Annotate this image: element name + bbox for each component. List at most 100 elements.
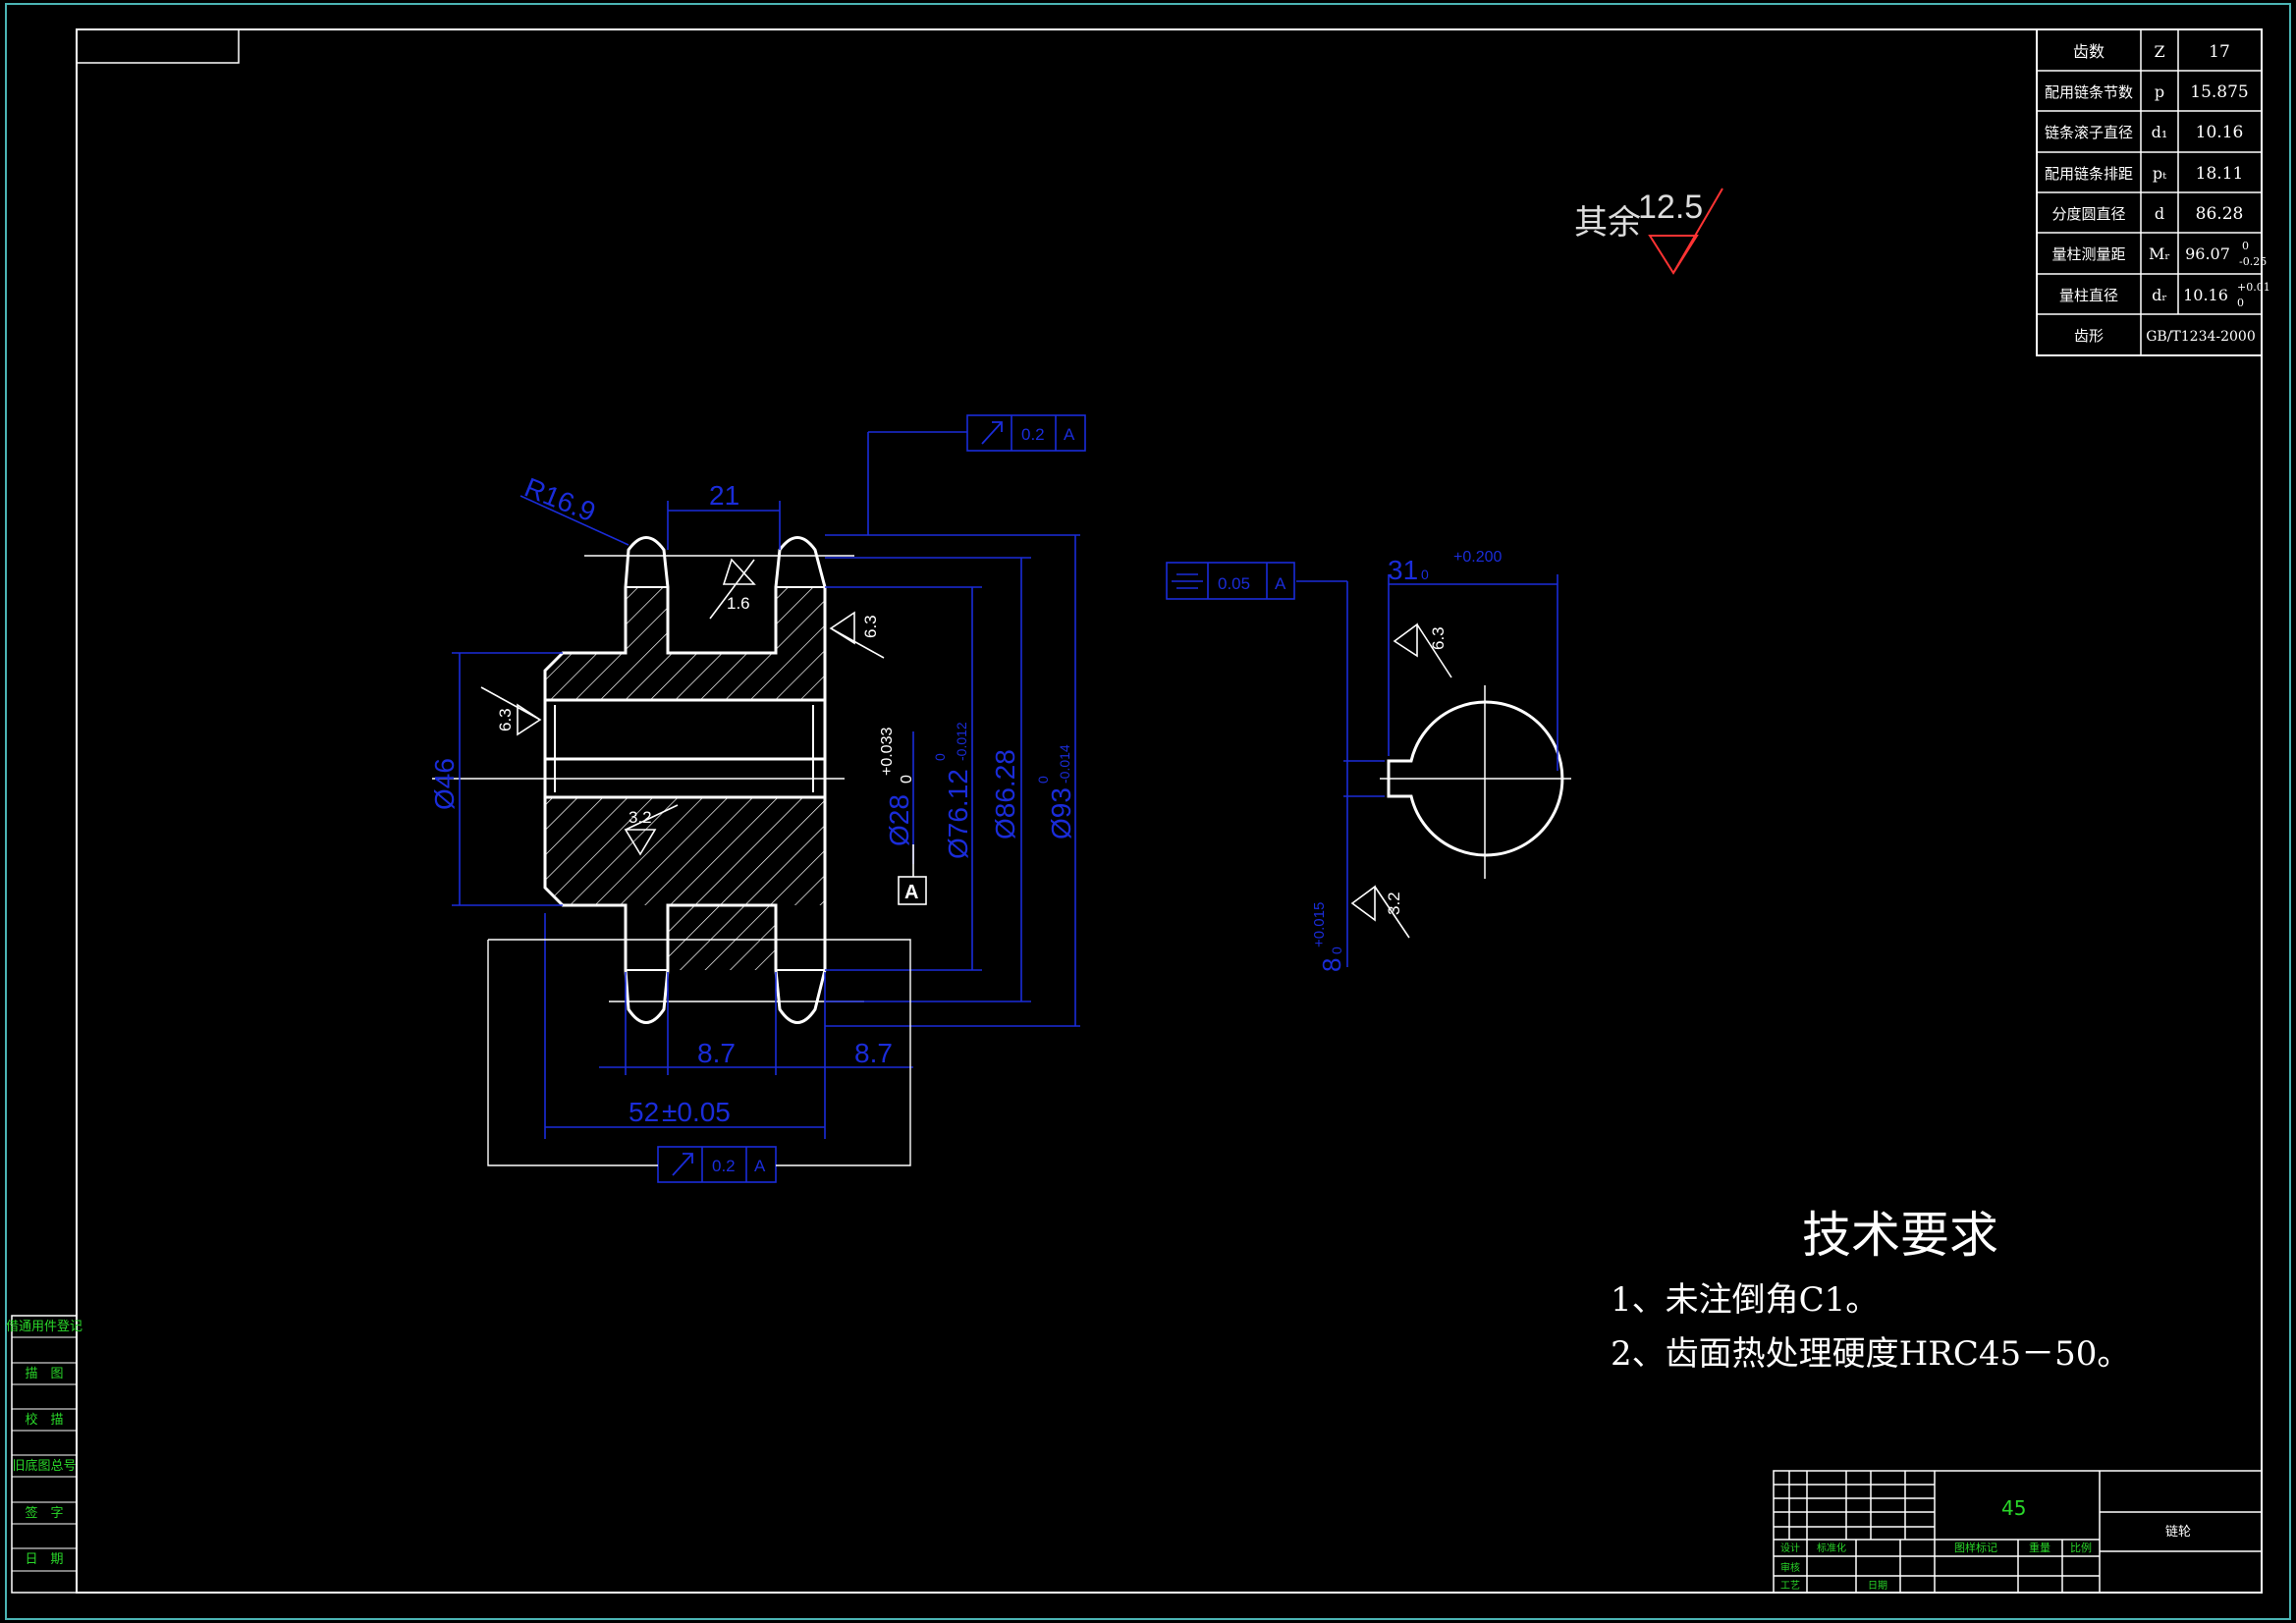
dim-key-height: 31 [1388,555,1418,585]
title-row-label: 设计 [1780,1542,1800,1554]
corner-box [76,28,240,64]
ra-value: 3.2 [1385,892,1403,915]
main-dimensions [452,414,1086,1183]
title-row-label: 标准化 [1817,1542,1846,1554]
param-table: 齿数 Z 17 配用链条节数 p 15.875 链条滚子直径 d₁ 10.16 … [2036,28,2270,356]
sym-tol-datum: A [1275,574,1286,593]
title-header: 重量 [2029,1541,2050,1554]
param-tol-up: 0 [2242,240,2249,252]
runout-datum: A [754,1157,766,1175]
roughness-symbol-icon [709,558,756,620]
tech-requirements: 技术要求 1、未注倒角C1。 2、齿面热处理硬度HRC45－50。 [1611,1207,2130,1374]
roughness-symbol-icon [1350,885,1410,939]
param-symbol: dᵣ [2152,286,2167,304]
sym-tol-value: 0.05 [1218,574,1250,593]
sprocket-side-view [1380,685,1571,879]
dim-hub: Ø46 [429,758,460,810]
param-tol-low: -0.25 [2239,255,2267,268]
param-symbol: d₁ [2152,123,2168,141]
dim-tip: Ø93 [1046,787,1076,839]
title-header: 图样标记 [1954,1541,1997,1554]
dim-tip-tol-up: 0 [1035,776,1051,784]
param-symbol: p [2155,82,2164,101]
ra-value: 1.6 [727,594,750,613]
title-row-label: 工艺 [1780,1580,1800,1592]
runout-value: 0.2 [1021,425,1045,444]
roughness-symbol-icon [829,611,885,659]
param-symbol: Mᵣ [2149,244,2170,263]
param-value: 96.07 [2185,244,2230,263]
sidebar-label: 日 期 [25,1552,63,1567]
param-name: 配用链条节数 [2045,83,2133,101]
param-name: 链条滚子直径 [2045,124,2133,141]
sidebar-label: 借通用件登记 [6,1320,82,1334]
dim-key-height-low: 0 [1421,567,1429,582]
dim-root: Ø76.12 [943,769,973,859]
param-tol-up: +0.01 [2237,281,2270,294]
runout-leader-bottom-2 [488,939,911,1166]
param-name: 配用链条排距 [2045,165,2133,183]
title-part-name: 链轮 [2165,1525,2191,1540]
dim-width-top: 21 [709,480,739,511]
param-value: 10.16 [2196,123,2244,142]
roughness-value: 12.5 [1638,189,1703,226]
title-block [1773,1470,2263,1594]
dim-pitch: Ø86.28 [990,749,1020,839]
ra-value: 3.2 [629,808,652,827]
inner-frame [76,28,2263,1594]
tech-req-title: 技术要求 [1802,1207,1998,1264]
param-symbol: Z [2154,42,2164,61]
dim-bore-tol-low: 0 [899,775,915,784]
roughness-symbol-icon [624,804,679,856]
sidebar-label: 旧底图总号 [12,1458,76,1474]
title-row-label: 审核 [1780,1561,1800,1574]
sprocket-section-view [432,536,864,1024]
roughness-symbol-icon [480,686,542,736]
title-row-label: 日期 [1868,1580,1887,1592]
tech-req-item: 1、未注倒角C1。 [1611,1280,1879,1320]
dim-key-width-tol: +0.015 [1311,902,1328,947]
roughness-symbol-icon [1393,622,1452,678]
side-dimensions [1166,562,1558,967]
param-value: 15.875 [2190,82,2248,102]
param-name: 量柱测量距 [2051,245,2125,263]
ra-value: 6.3 [861,615,880,638]
ra-value: 6.3 [496,708,515,731]
title-header: 比例 [2070,1541,2092,1554]
sidebar-label: 描 图 [25,1367,63,1381]
runout-leader-bottom [487,940,658,1166]
hatch-upper [545,587,825,700]
runout-value: 0.2 [712,1157,736,1175]
param-value: 18.11 [2196,164,2244,184]
dim-radius: R16.9 [520,472,600,528]
dim-key-width: 8 [1317,958,1346,972]
title-material: 45 [2001,1496,2026,1520]
runout-symbol-icon [672,1153,693,1176]
outer-frame [5,3,2291,1620]
dim-bore-tol-up: +0.033 [879,728,896,776]
dim-bore: Ø28 [884,794,914,846]
dim-tooth-width: 8.7 [854,1038,893,1068]
param-value: 86.28 [2196,204,2244,224]
roughness-prefix: 其余 [1574,203,1641,243]
param-name: 齿数 [2073,42,2105,61]
ra-value: 6.3 [1429,626,1448,650]
param-name: 分度圆直径 [2051,205,2125,223]
tech-req-item: 2、齿面热处理硬度HRC45－50。 [1611,1334,2130,1374]
dim-root-tol-up: 0 [932,753,948,761]
dim-tooth-width: 8.7 [697,1038,736,1068]
sidebar: 借通用件登记 描 图 校 描 旧底图总号 签 字 日 期 [6,1315,82,1594]
param-symbol: pₜ [2153,164,2166,183]
dim-key-width-low: 0 [1329,947,1344,954]
param-name: 量柱直径 [2059,287,2118,304]
sidebar-label: 校 描 [25,1412,63,1428]
param-tol-low: 0 [2237,297,2244,309]
datum-label: A [904,882,918,903]
sidebar-label: 签 字 [25,1505,63,1521]
param-name: 齿形 [2074,327,2104,345]
roughness-general: 其余 12.5 [1574,188,1723,275]
bore-keyway-outline [1387,700,1564,857]
dim-tip-tol-low: -0.014 [1057,744,1072,784]
runout-symbol-icon [981,421,1003,445]
